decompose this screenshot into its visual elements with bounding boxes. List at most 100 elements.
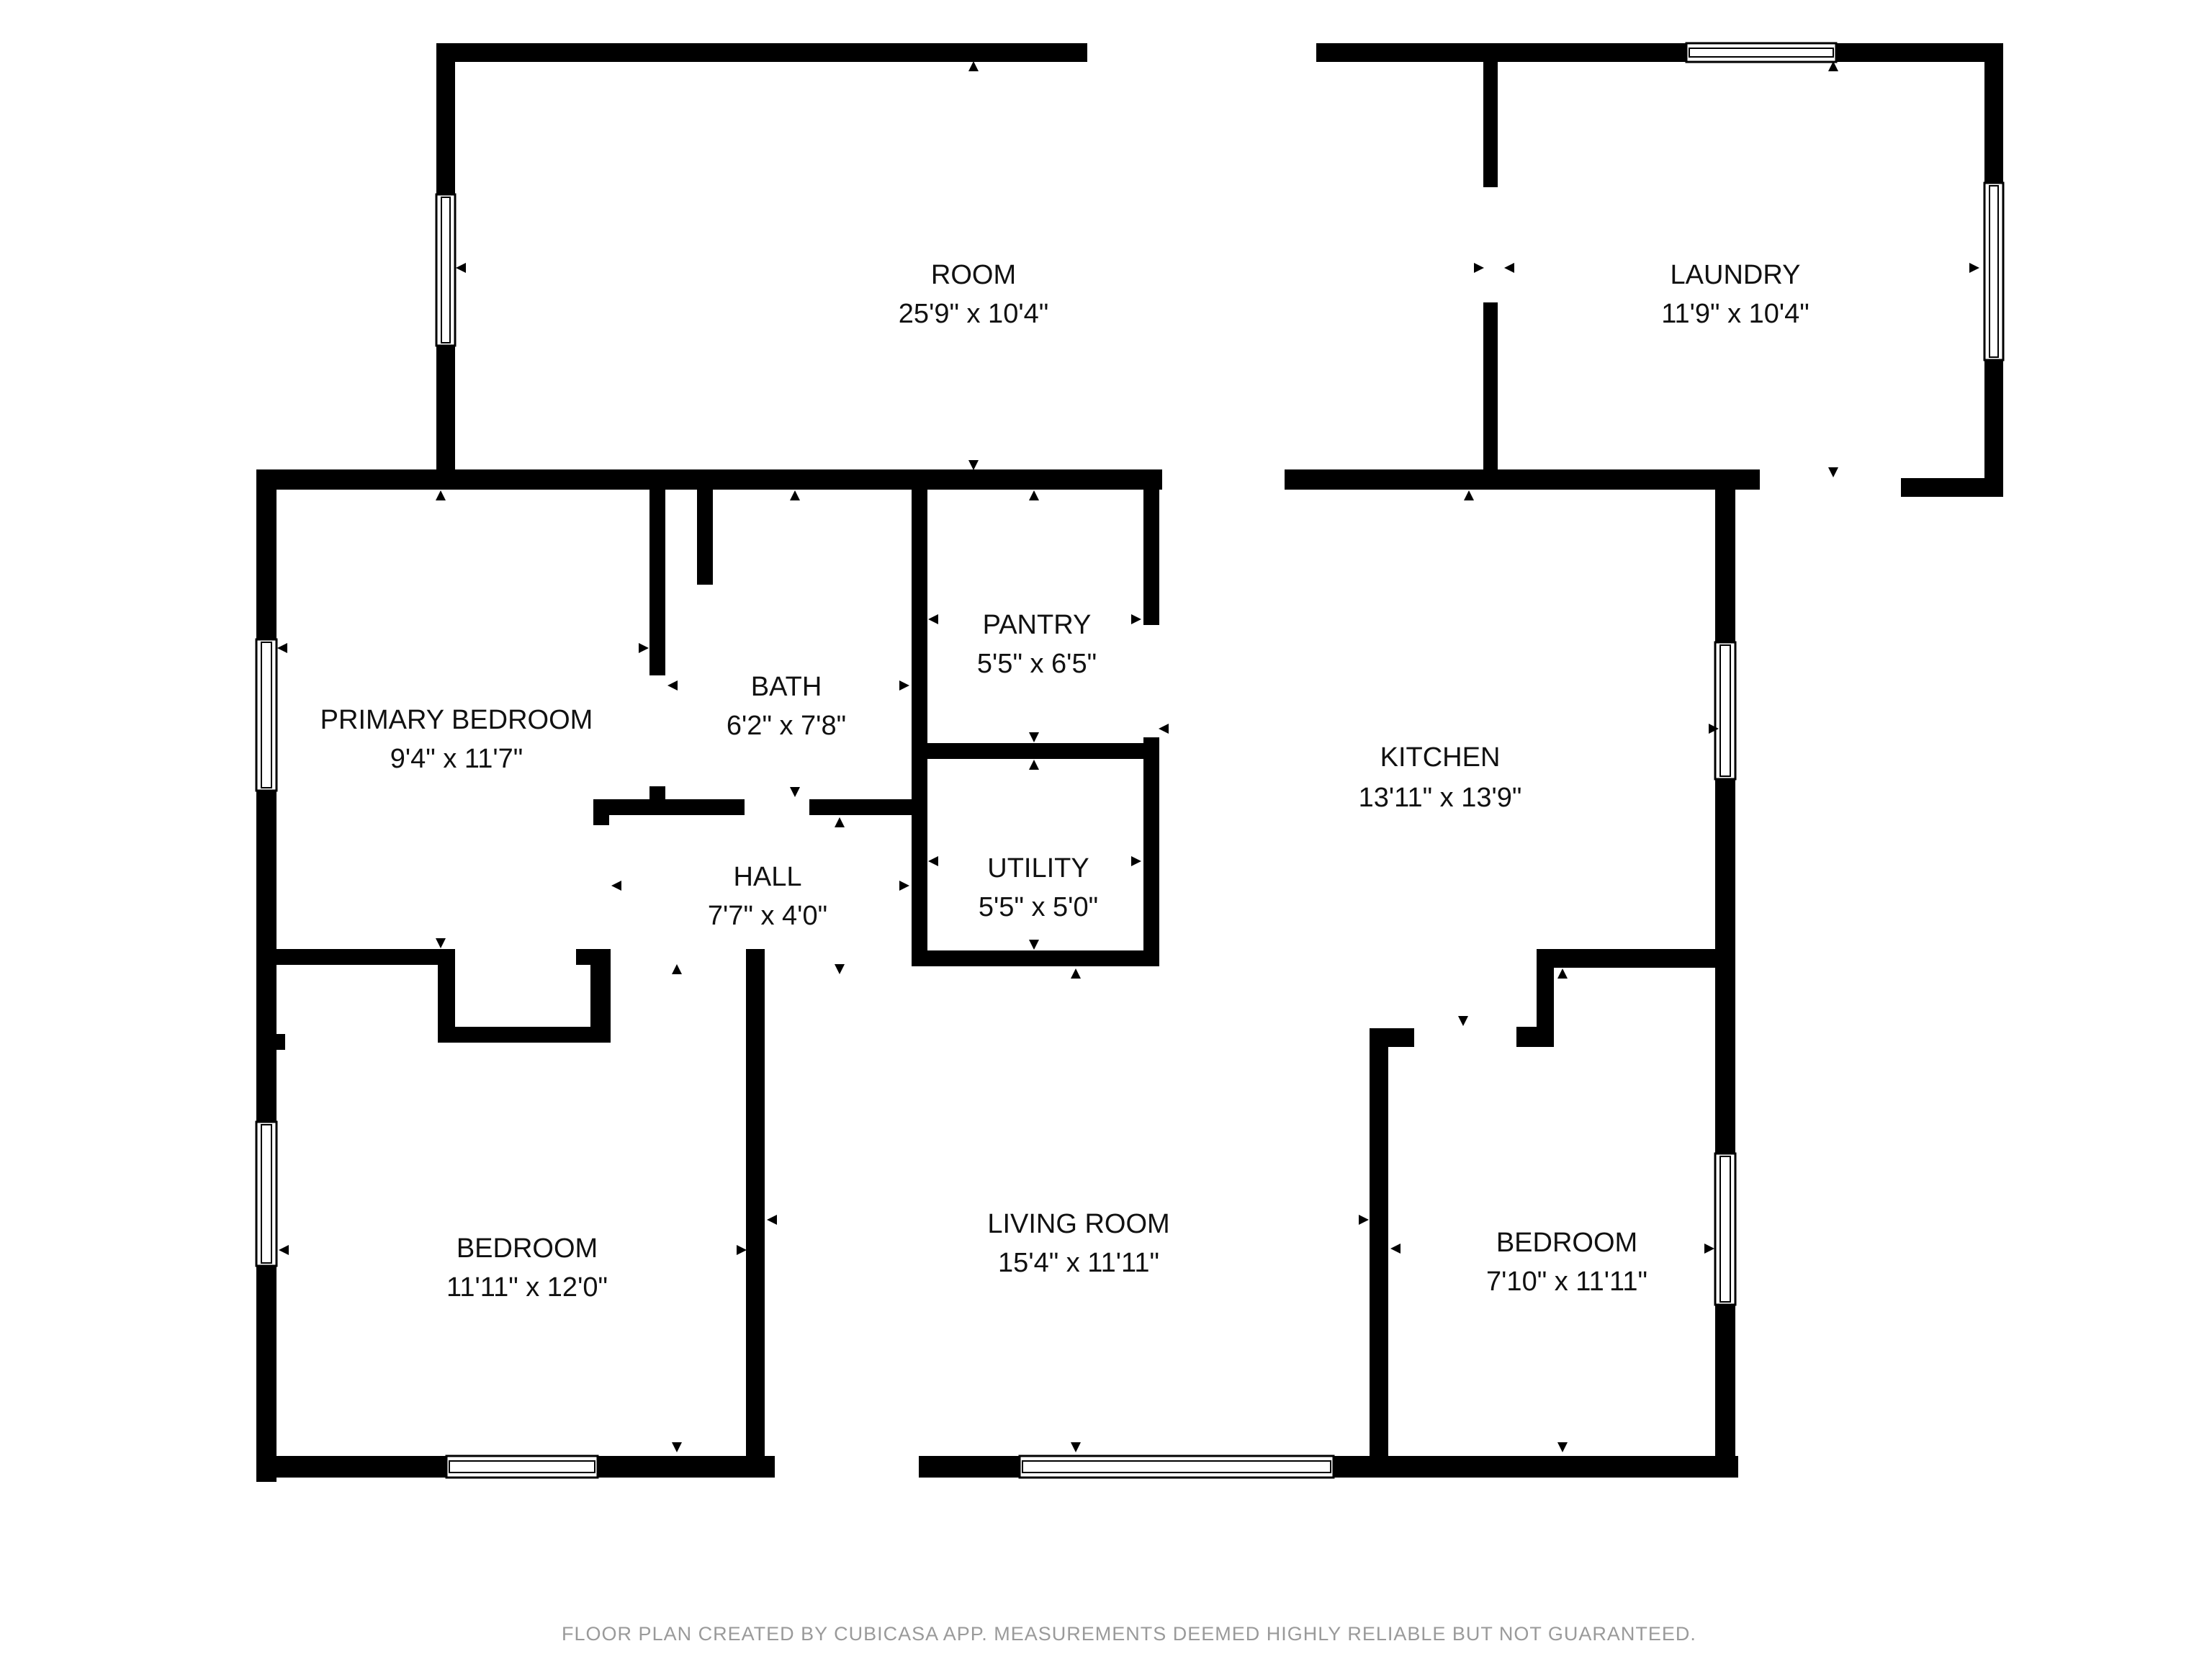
hall-label: HALL xyxy=(733,862,801,892)
wall-segment xyxy=(1143,749,1159,965)
primary-bedroom-label: PRIMARY BEDROOM xyxy=(320,705,593,735)
wall-segment xyxy=(438,1027,611,1043)
room-pantry: PANTRY 5'5" x 6'5" xyxy=(977,610,1097,679)
window xyxy=(1714,1152,1737,1306)
dimension-markers xyxy=(277,61,1979,1452)
wall-segment xyxy=(1984,360,2003,497)
wall-segment xyxy=(1715,1305,1735,1478)
window xyxy=(1983,181,2005,361)
window xyxy=(445,1455,599,1479)
dimension-arrow xyxy=(1704,1244,1714,1254)
wall-segment xyxy=(436,43,1087,62)
dimension-arrow xyxy=(1071,968,1081,979)
dimension-arrow xyxy=(1557,968,1568,979)
dimension-arrow xyxy=(968,460,979,470)
wall-segment xyxy=(1316,43,2003,62)
kitchen-dimensions: 13'11" x 13'9" xyxy=(1359,783,1522,813)
room-bedroom-right: BEDROOM 7'10" x 11'11" xyxy=(1486,1228,1647,1297)
wall-segment xyxy=(256,949,445,965)
dimension-arrow xyxy=(899,680,909,691)
bedroom-left-dimensions: 11'11" x 12'0" xyxy=(446,1272,608,1303)
bedroom-right-dimensions: 7'10" x 11'11" xyxy=(1486,1267,1647,1297)
wall-segment xyxy=(1901,478,2003,497)
dimension-arrow xyxy=(1131,856,1141,866)
wall-segment xyxy=(809,799,927,815)
dimension-arrow xyxy=(968,61,979,71)
room-hall: HALL 7'7" x 4'0" xyxy=(708,862,827,931)
room-bedroom-left: BEDROOM 11'11" x 12'0" xyxy=(446,1233,608,1303)
wall-segment xyxy=(1285,469,1760,490)
dimension-arrow xyxy=(835,817,845,827)
room-utility: UTILITY 5'5" x 5'0" xyxy=(979,853,1098,922)
window-pane xyxy=(449,1460,595,1473)
window-pane xyxy=(1719,644,1731,777)
room-room-dimensions: 25'9" x 10'4" xyxy=(899,299,1048,329)
window-pane xyxy=(261,642,272,788)
dimension-arrow xyxy=(790,490,800,500)
dimension-arrow xyxy=(436,938,446,948)
dimension-arrow xyxy=(835,964,845,974)
room-kitchen: KITCHEN 13'11" x 13'9" xyxy=(1359,742,1522,813)
kitchen-label: KITCHEN xyxy=(1380,742,1501,773)
utility-label: UTILITY xyxy=(987,853,1089,884)
footer-disclaimer: FLOOR PLAN CREATED BY CUBICASA APP. MEAS… xyxy=(562,1623,1696,1645)
wall-segment xyxy=(256,1266,276,1482)
window xyxy=(1685,42,1838,63)
wall-segment xyxy=(1984,43,2003,183)
room-laundry: LAUNDRY 11'9" x 10'4" xyxy=(1661,260,1809,329)
wall-segment xyxy=(697,490,713,585)
window-pane xyxy=(1719,1156,1731,1303)
wall-segment xyxy=(912,481,927,805)
window-pane xyxy=(1022,1460,1331,1473)
dimension-arrow xyxy=(1458,1016,1468,1026)
bath-dimensions: 6'2" x 7'8" xyxy=(727,711,846,741)
window xyxy=(1714,641,1737,781)
window-pane xyxy=(261,1124,272,1264)
dimension-arrow xyxy=(1969,263,1979,273)
pantry-dimensions: 5'5" x 6'5" xyxy=(977,649,1097,679)
dimension-arrow xyxy=(279,1245,289,1255)
bath-label: BATH xyxy=(751,672,822,702)
dimension-arrow xyxy=(767,1215,777,1225)
primary-bedroom-dimensions: 9'4" x 11'7" xyxy=(390,744,523,774)
room-living-room: LIVING ROOM 15'4" x 11'11" xyxy=(987,1209,1169,1278)
dimension-arrow xyxy=(611,881,621,891)
wall-segment xyxy=(649,481,665,675)
wall-segment xyxy=(576,949,611,965)
room-room: ROOM 25'9" x 10'4" xyxy=(899,260,1048,329)
laundry-label: LAUNDRY xyxy=(1671,260,1801,290)
dimension-arrow xyxy=(1390,1244,1401,1254)
wall-segment xyxy=(593,799,609,825)
wall-segment xyxy=(1143,481,1159,625)
wall-segment xyxy=(593,799,745,815)
wall-segment xyxy=(436,43,455,194)
dimension-arrow xyxy=(639,643,649,653)
window-pane xyxy=(1689,48,1834,58)
wall-segment xyxy=(1516,1027,1554,1047)
wall-segment xyxy=(1483,58,1498,187)
window-pane xyxy=(1989,185,1999,358)
dimension-arrow xyxy=(1071,1442,1081,1452)
window xyxy=(435,193,457,347)
wall-segment xyxy=(256,469,1162,490)
dimension-arrow xyxy=(277,643,287,653)
windows xyxy=(255,42,2005,1479)
dimension-arrow xyxy=(1828,61,1838,71)
bedroom-right-label: BEDROOM xyxy=(1496,1228,1637,1258)
dimension-arrow xyxy=(790,787,800,797)
window xyxy=(1018,1455,1335,1479)
wall-segment xyxy=(256,469,276,639)
wall-segment xyxy=(912,806,927,965)
wall-segment xyxy=(598,1456,775,1478)
dimension-arrow xyxy=(1504,263,1514,273)
room-primary-bedroom: PRIMARY BEDROOM 9'4" x 11'7" xyxy=(320,705,593,774)
hall-dimensions: 7'7" x 4'0" xyxy=(708,901,827,931)
wall-segment xyxy=(912,743,1159,759)
bedroom-left-label: BEDROOM xyxy=(457,1233,598,1264)
window xyxy=(255,1120,278,1267)
wall-segment xyxy=(1370,1028,1388,1478)
room-room-label: ROOM xyxy=(931,260,1016,290)
walls xyxy=(256,43,2003,1482)
dimension-arrow xyxy=(1029,732,1039,742)
